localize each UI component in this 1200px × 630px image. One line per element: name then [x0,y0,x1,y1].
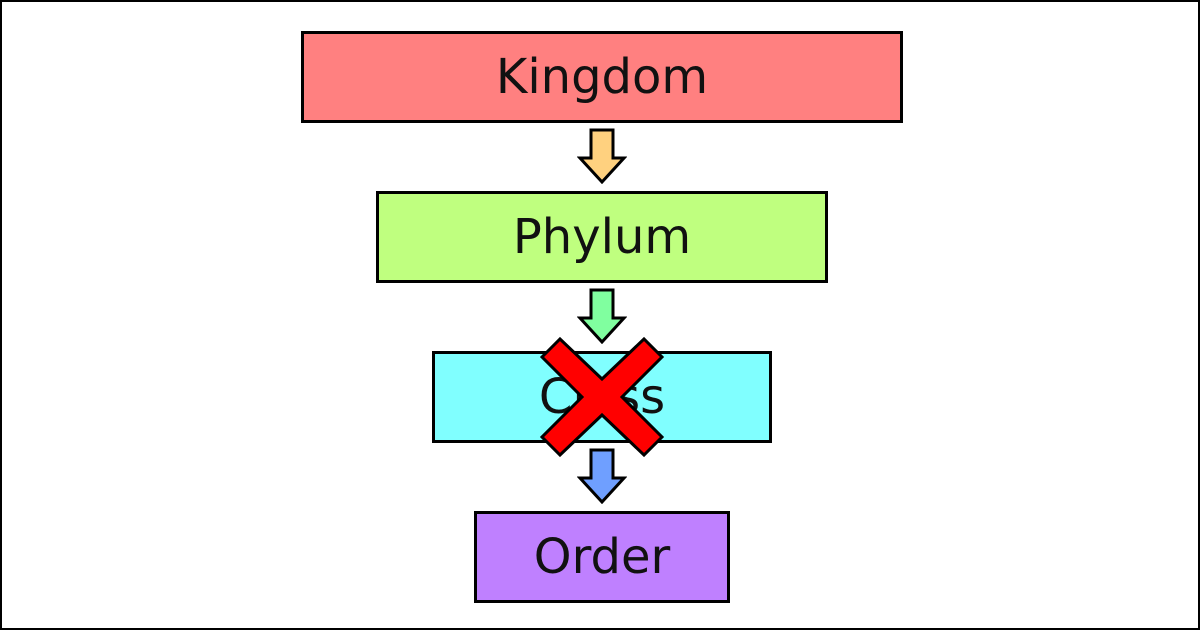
arrow-shape [577,128,627,184]
arrow-shape [577,288,627,344]
down-arrow-icon [577,448,627,504]
phylum-label: Phylum [512,209,692,265]
down-arrow-icon [577,128,627,184]
down-arrow-icon [577,288,627,344]
arrow-shape [577,448,627,504]
cross-icon [539,336,665,458]
phylum-box: Phylum [376,191,828,283]
kingdom-label: Kingdom [495,49,709,105]
kingdom-box: Kingdom [301,31,903,123]
cross-shape [539,336,665,458]
order-label: Order [533,529,671,585]
order-box: Order [474,511,730,603]
